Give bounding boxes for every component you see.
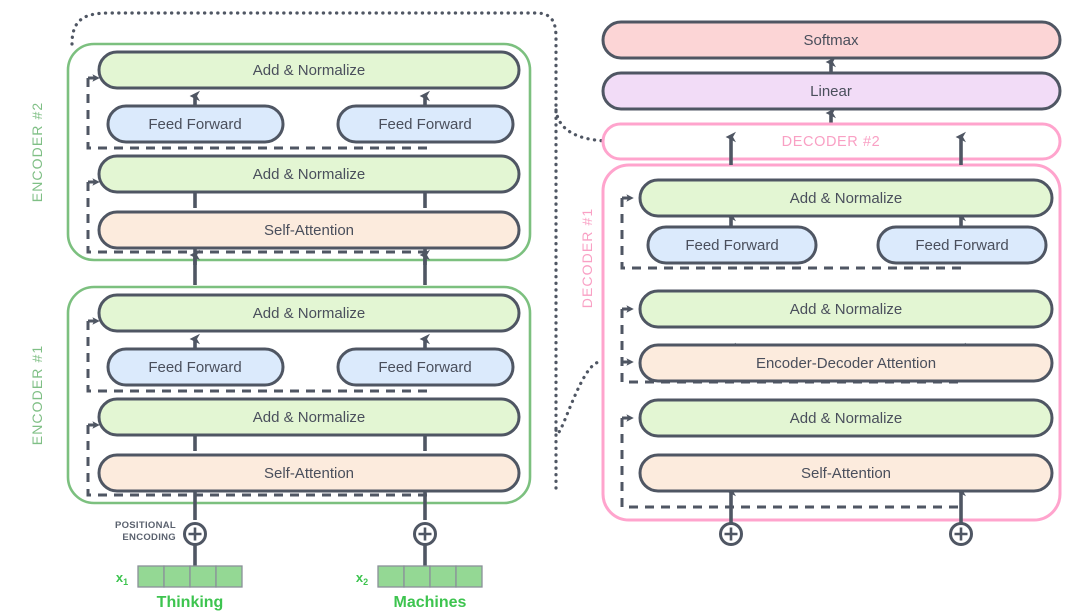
self-attention-box[interactable]	[97, 453, 521, 493]
positional-encoding-group-2	[413, 522, 437, 546]
token-2-group: x2 Machines	[356, 565, 483, 611]
linear-label: Linear	[810, 83, 852, 100]
dotted-branch-to-decoder2	[554, 108, 610, 143]
encoder-decoder-attention-box[interactable]	[638, 343, 1054, 383]
feed-forward-box-right[interactable]	[876, 225, 1048, 265]
positional-encoding-label-line1: POSITIONAL	[115, 520, 176, 531]
decoder-1-row-add-normalize-mid[interactable]: Add & Normalize	[638, 289, 1054, 329]
encoder-1-row-feed-forward[interactable]: Feed Forward Feed Forward	[106, 347, 515, 387]
positional-encoding-label-line2: ENCODING	[122, 532, 176, 543]
add-normalize-box[interactable]	[638, 178, 1054, 218]
self-attention-label: Self-Attention	[264, 465, 354, 482]
plus-icon	[418, 527, 432, 541]
feed-forward-box-left[interactable]	[106, 104, 285, 144]
encoder-2-container	[66, 42, 532, 262]
encoder-2-residual-dashed-upper	[86, 78, 430, 150]
feed-forward-box-right[interactable]	[336, 104, 515, 144]
encoder-2-residual-dashed-lower	[86, 182, 430, 254]
decoder-positional-encoding-group-2	[949, 522, 973, 546]
encoder-1-side-label: ENCODER #1	[29, 345, 45, 445]
encoder-1-row-self-attention[interactable]: Self-Attention	[97, 453, 521, 493]
encoder-2-side-label: ENCODER #2	[29, 102, 45, 202]
linear-row[interactable]: Linear	[601, 71, 1062, 111]
encoder-1-residual-dashed-lower	[86, 425, 430, 497]
self-attention-label: Self-Attention	[801, 465, 891, 482]
encoder-2-row-self-attention[interactable]: Self-Attention	[97, 210, 521, 250]
decoder-positional-encoding-group-1	[719, 522, 743, 546]
token-2-variable: x2	[356, 570, 368, 587]
add-normalize-label: Add & Normalize	[790, 301, 903, 318]
encoder-to-decoder-dotted-paths	[70, 11, 610, 494]
feed-forward-box-right[interactable]	[336, 347, 515, 387]
decoder-1-row-encoder-decoder-attention[interactable]: Encoder-Decoder Attention	[638, 343, 1054, 383]
add-normalize-label: Add & Normalize	[253, 305, 366, 322]
encoder-1-container	[66, 285, 532, 505]
positional-encoding-group-1: POSITIONAL ENCODING	[115, 520, 207, 546]
feed-forward-label-left: Feed Forward	[685, 237, 778, 254]
encoder-1-residual-dashed-upper	[86, 321, 430, 393]
feed-forward-label-left: Feed Forward	[148, 116, 241, 133]
plus-icon	[724, 527, 738, 541]
dotted-branch-to-encdec-attention	[554, 360, 602, 435]
encoder-1-row-add-normalize-top[interactable]: Add & Normalize	[97, 293, 521, 333]
self-attention-label: Self-Attention	[264, 222, 354, 239]
token-2-word: Machines	[394, 594, 467, 611]
feed-forward-label-right: Feed Forward	[378, 116, 471, 133]
add-normalize-box[interactable]	[638, 289, 1054, 329]
softmax-row[interactable]: Softmax	[601, 20, 1062, 60]
plus-icon	[188, 527, 202, 541]
decoder-1-residual-dashed-ff	[620, 198, 962, 270]
encoder-2-row-add-normalize-top[interactable]: Add & Normalize	[97, 50, 521, 90]
add-normalize-box[interactable]	[97, 154, 521, 194]
self-attention-box[interactable]	[97, 210, 521, 250]
decoder-2-box[interactable]	[601, 122, 1062, 161]
decoder-1-residual-dashed-selfatt	[620, 418, 962, 509]
decoder-1-row-add-normalize-top[interactable]: Add & Normalize	[638, 178, 1054, 218]
add-normalize-box[interactable]	[97, 50, 521, 90]
encoder-2-row-add-normalize-bottom[interactable]: Add & Normalize	[97, 154, 521, 194]
add-normalize-label: Add & Normalize	[253, 166, 366, 183]
feed-forward-box-left[interactable]	[646, 225, 818, 265]
token-1-word: Thinking	[157, 594, 224, 611]
add-normalize-label: Add & Normalize	[790, 410, 903, 427]
token-2-embedding-cells	[377, 565, 483, 588]
add-normalize-label: Add & Normalize	[790, 190, 903, 207]
feed-forward-label-right: Feed Forward	[378, 359, 471, 376]
dotted-trunk	[70, 11, 558, 494]
decoder-1-row-self-attention[interactable]: Self-Attention	[638, 453, 1054, 493]
add-normalize-box[interactable]	[97, 397, 521, 437]
softmax-label: Softmax	[803, 32, 859, 49]
encoder-2-row-feed-forward[interactable]: Feed Forward Feed Forward	[106, 104, 515, 144]
decoder-1-side-label: DECODER #1	[579, 208, 595, 308]
encoder-1-row-add-normalize-bottom[interactable]: Add & Normalize	[97, 397, 521, 437]
token-1-embedding-cells	[137, 565, 243, 588]
feed-forward-label-left: Feed Forward	[148, 359, 241, 376]
add-normalize-box[interactable]	[97, 293, 521, 333]
embedding-connector-lines	[193, 545, 427, 566]
token-1-variable: x1	[116, 570, 128, 587]
self-attention-box[interactable]	[638, 453, 1054, 493]
add-normalize-label: Add & Normalize	[253, 62, 366, 79]
token-1-group: x1 Thinking	[116, 565, 243, 611]
feed-forward-box-left[interactable]	[106, 347, 285, 387]
decoder-2-label: DECODER #2	[782, 134, 881, 150]
feed-forward-label-right: Feed Forward	[915, 237, 1008, 254]
add-normalize-box[interactable]	[638, 398, 1054, 438]
decoder-1-row-add-normalize-bottom[interactable]: Add & Normalize	[638, 398, 1054, 438]
encoder-decoder-attention-label: Encoder-Decoder Attention	[756, 355, 936, 372]
decoder-2-collapsed-block[interactable]: DECODER #2	[601, 122, 1062, 161]
decoder-1-row-feed-forward[interactable]: Feed Forward Feed Forward	[646, 225, 1048, 265]
decoder-1-residual-dashed-encdec	[620, 309, 962, 384]
add-normalize-label: Add & Normalize	[253, 409, 366, 426]
plus-icon	[954, 527, 968, 541]
